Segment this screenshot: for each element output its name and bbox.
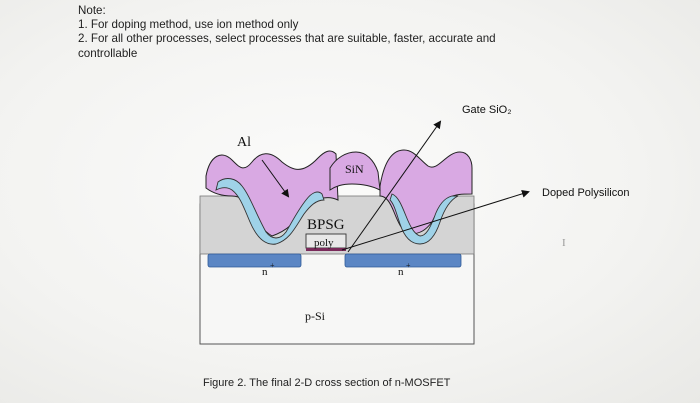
n-plus-label-left: n (262, 266, 268, 278)
note-block: Note: 1. For doping method, use ion meth… (78, 4, 638, 61)
note-item-2: 2. For all other processes, select proce… (78, 32, 496, 46)
gate-sio2-arrow (347, 120, 442, 253)
n-plus-superscript-left: + (270, 261, 275, 270)
gate-oxide (306, 248, 346, 251)
note-item-1: 1. For doping method, use ion method onl… (78, 18, 299, 32)
gate-sio2-label: Gate SiO₂ (462, 104, 512, 116)
al-pointer-arrow (261, 159, 290, 198)
note-item-2-continued: controllable (78, 46, 138, 60)
figure-caption: Figure 2. The final 2-D cross section of… (203, 377, 451, 389)
doped-polysilicon-label: Doped Polysilicon (542, 187, 629, 199)
bpsg-label: BPSG (307, 217, 345, 233)
text-cursor-mark: I (562, 237, 566, 249)
poly-label: poly (314, 237, 334, 249)
n-plus-region-left (207, 253, 302, 268)
note-heading: Note: (78, 4, 106, 17)
n-plus-superscript-right: + (406, 261, 411, 270)
n-plus-label-right: n (398, 266, 404, 278)
p-si-label: p-Si (305, 309, 326, 323)
doped-polysilicon-arrow (341, 189, 530, 251)
n-plus-region-right (344, 253, 462, 268)
sin-label: SiN (345, 162, 364, 176)
sin-liner-left (215, 178, 325, 245)
aluminum-center-cap (329, 151, 381, 191)
al-label: Al (237, 135, 251, 150)
